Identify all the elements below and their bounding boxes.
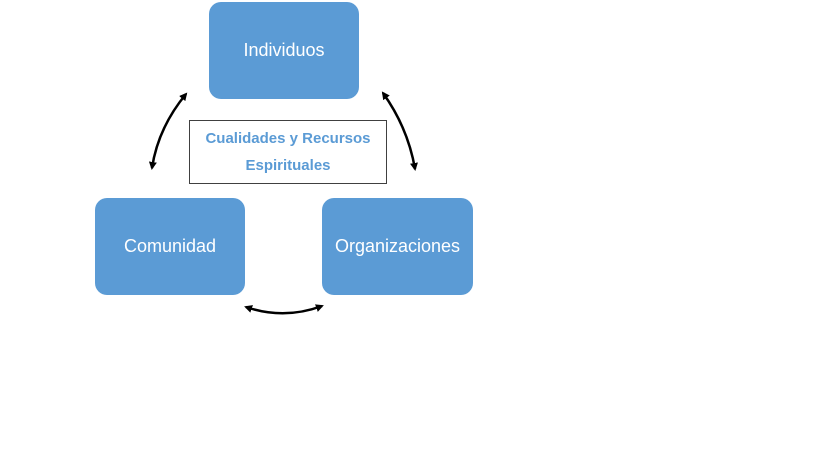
center-label-line2: Espirituales: [245, 157, 331, 174]
arrow-individuos-organizaciones: [381, 91, 418, 171]
node-comunidad: Comunidad: [95, 198, 245, 295]
node-comunidad-label: Comunidad: [123, 236, 217, 256]
node-individuos-label: Individuos: [243, 40, 325, 60]
arrow-individuos-comunidad: [148, 92, 188, 170]
node-organizaciones: Organizaciones: [322, 198, 473, 295]
node-organizaciones-label: Organizaciones: [334, 236, 461, 256]
node-individuos: Individuos: [209, 2, 359, 99]
center-label-line1: Cualidades y Recursos: [205, 130, 371, 147]
center-label-box: Cualidades y Recursos Espirituales: [189, 120, 387, 184]
arrow-comunidad-organizaciones: [244, 304, 324, 315]
